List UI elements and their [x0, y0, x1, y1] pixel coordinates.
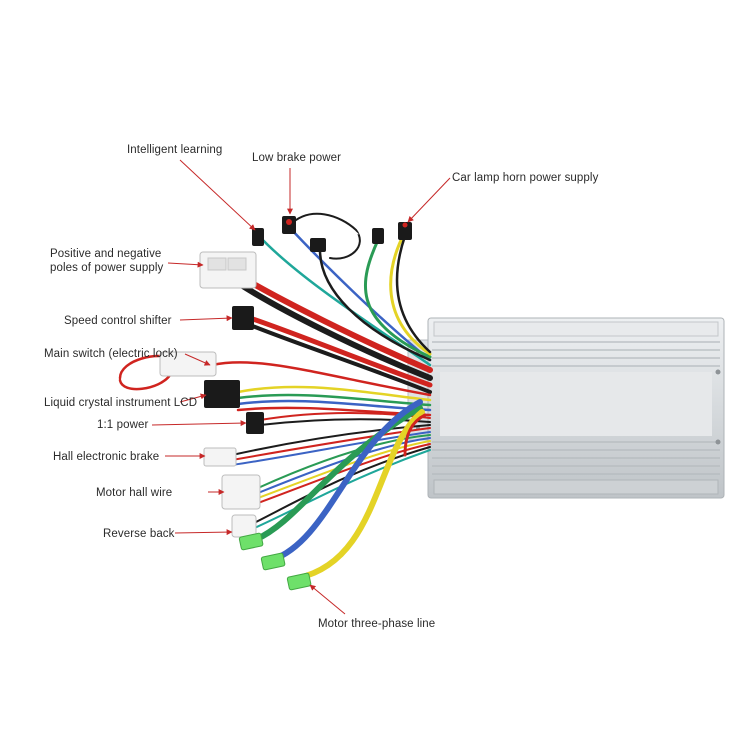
label-intelligent-learning: Intelligent learning	[127, 144, 223, 156]
label-speed-control-shifter: Speed control shifter	[64, 315, 172, 327]
label-main-switch: Main switch (electric lock)	[44, 348, 178, 360]
label-car-lamp-horn-power-supply: Car lamp horn power supply	[452, 172, 599, 184]
label-lcd-instrument: Liquid crystal instrument LCD	[44, 397, 198, 409]
label-low-brake-power: Low brake power	[252, 152, 342, 164]
label-reverse-back: Reverse back	[103, 528, 175, 540]
label-one-to-one-power: 1:1 power	[97, 419, 149, 431]
label-hall-electronic-brake: Hall electronic brake	[53, 451, 160, 463]
label-motor-hall-wire: Motor hall wire	[96, 487, 173, 499]
label-power-supply-poles: Positive and negative poles of power sup…	[50, 248, 164, 274]
controller-housing	[407, 317, 725, 499]
label-motor-three-phase-line: Motor three-phase line	[318, 618, 436, 630]
wire-harness	[118, 212, 433, 581]
connectors	[159, 216, 412, 591]
callout-arrows	[151, 159, 451, 615]
